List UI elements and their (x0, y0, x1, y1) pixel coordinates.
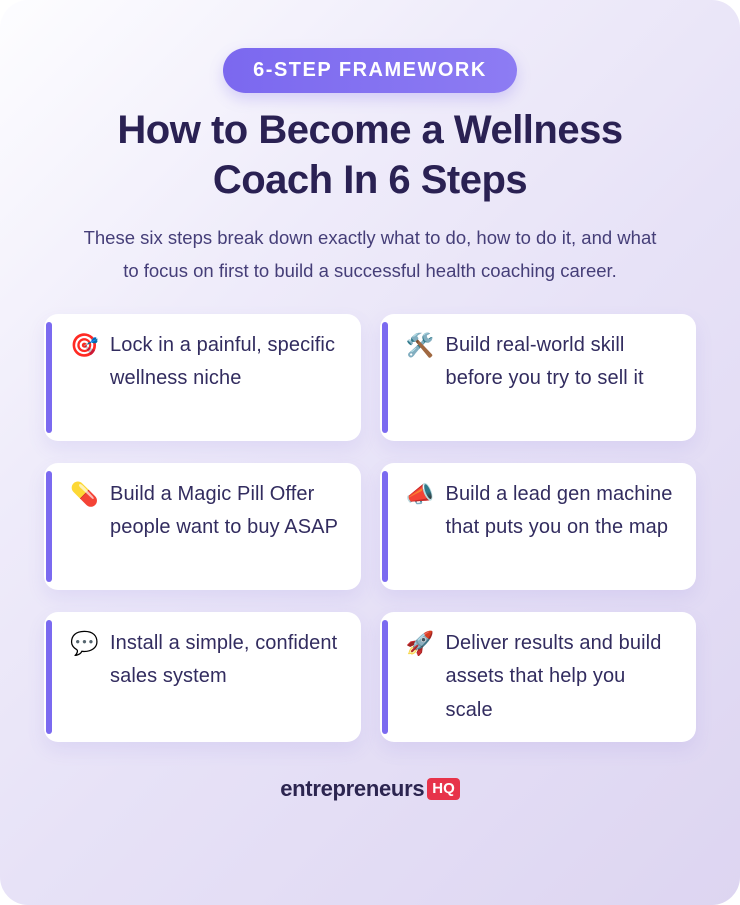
accent-bar (381, 321, 388, 433)
step-card-skill: 🛠️ Build real-world skill before you try… (379, 313, 696, 441)
accent-bar (46, 321, 52, 433)
megaphone-icon: 📣 (405, 480, 435, 507)
accent-bar (381, 470, 388, 582)
logo-hq-badge: HQ (427, 778, 460, 801)
card-content: 🛠️ Build real-world skill before you try… (406, 329, 679, 396)
step-card-scale: 🚀 Deliver results and build assets that … (379, 611, 696, 743)
hammer-wrench-icon: 🛠️ (405, 331, 435, 358)
accent-bar (46, 619, 52, 735)
accent-bar (46, 470, 52, 582)
speech-balloon-icon: 💬 (70, 629, 99, 656)
card-text: Install a simple, confident sales system (110, 631, 338, 688)
badge-row: 6-STEP FRAMEWORK (0, 0, 740, 93)
card-text: Build real-world skill before you try to… (445, 333, 644, 390)
step-card-niche: 🎯 Lock in a painful, specific wellness n… (44, 313, 361, 441)
accent-bar (381, 619, 388, 735)
card-content: 💬 Install a simple, confident sales syst… (70, 627, 343, 694)
pill-icon: 💊 (70, 480, 99, 507)
card-text: Build a lead gen machine that puts you o… (445, 482, 673, 539)
card-content: 💊 Build a Magic Pill Offer people want t… (70, 478, 343, 545)
card-text: Deliver results and build assets that he… (445, 631, 662, 721)
logo-wordmark: entrepreneurs (280, 776, 425, 802)
card-content: 📣 Build a lead gen machine that puts you… (406, 478, 679, 545)
step-card-leadgen: 📣 Build a lead gen machine that puts you… (379, 462, 696, 590)
step-card-offer: 💊 Build a Magic Pill Offer people want t… (44, 462, 361, 590)
card-content: 🚀 Deliver results and build assets that … (406, 627, 679, 728)
rocket-icon: 🚀 (405, 629, 435, 656)
card-text: Build a Magic Pill Offer people want to … (110, 482, 339, 539)
page-subtitle: These six steps break down exactly what … (83, 226, 657, 281)
steps-grid: 🎯 Lock in a painful, specific wellness n… (0, 313, 740, 743)
page-title: How to Become a Wellness Coach In 6 Step… (117, 108, 623, 203)
card-text: Lock in a painful, specific wellness nic… (110, 333, 336, 390)
footer-logo: entrepreneurs HQ (0, 776, 740, 802)
card-content: 🎯 Lock in a painful, specific wellness n… (70, 329, 343, 396)
target-dart-icon: 🎯 (70, 331, 99, 358)
step-card-sales: 💬 Install a simple, confident sales syst… (44, 611, 361, 743)
framework-badge: 6-STEP FRAMEWORK (223, 48, 517, 93)
